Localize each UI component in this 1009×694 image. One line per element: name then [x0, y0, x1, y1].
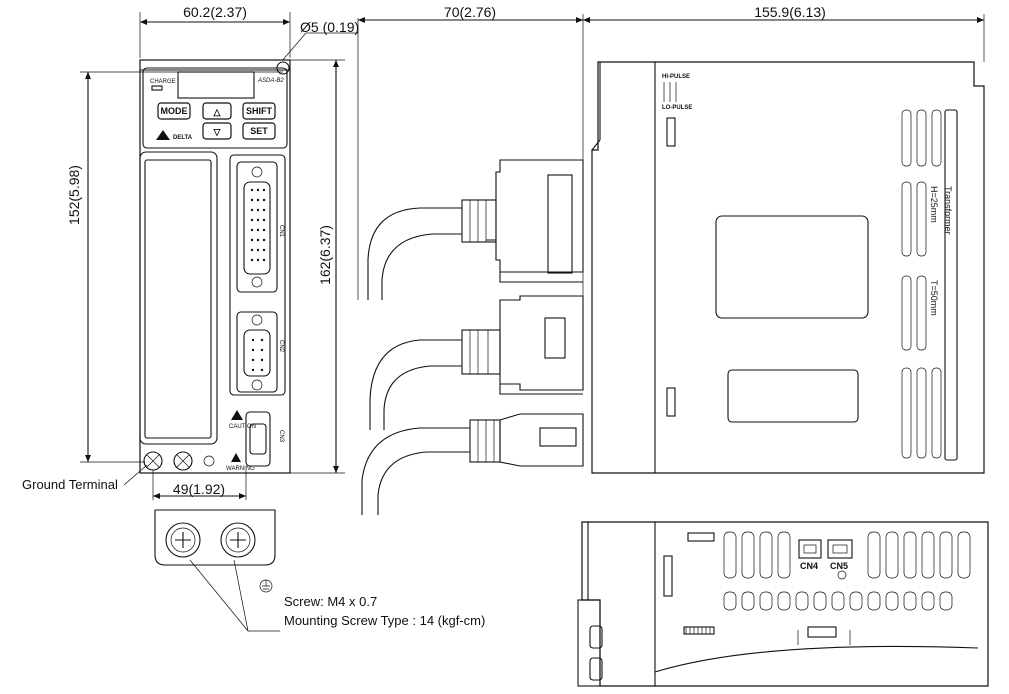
- bottom-view: CN4 CN5: [577, 521, 989, 687]
- shift-key-label: SHIFT: [246, 106, 273, 116]
- cn1-connector: [236, 161, 278, 293]
- mode-key: [157, 102, 191, 120]
- side-depth-dim: 155.9(6.13): [754, 4, 826, 20]
- front-view: 60.2(2.37) Ø5 (0.19) CHARGE ASDA-B2 MODE…: [22, 4, 359, 500]
- cn3-label: CN3: [278, 430, 284, 443]
- spec-t-label: T=50mm: [929, 280, 939, 316]
- mounting-torque: Mounting Screw Type : 14 (kgf-cm): [284, 613, 485, 628]
- transformer-label: Transformer: [943, 186, 953, 235]
- cn5-port: [827, 539, 853, 559]
- cn3-plug: [499, 413, 584, 467]
- ground-screw-2: [173, 451, 193, 471]
- set-key: [242, 122, 276, 140]
- cn2-label: CN2: [278, 340, 284, 353]
- cn1-plug: [495, 159, 584, 273]
- set-key-label: SET: [250, 126, 268, 136]
- lo-pulse-label: LO-PULSE: [662, 105, 692, 111]
- front-cover: [139, 151, 218, 445]
- bottom-body: [581, 521, 989, 687]
- logo-text: DELTA: [173, 135, 193, 141]
- cn1-label: CN1: [278, 225, 284, 238]
- hi-pulse-label: HI-PULSE: [662, 74, 690, 80]
- drive-body: [139, 59, 291, 474]
- front-width-dim: 60.2(2.37): [183, 4, 247, 20]
- mount-width-dim: 49(1.92): [173, 481, 225, 497]
- screw-spec: Screw: M4 x 0.7: [284, 594, 377, 609]
- warning-icon: [231, 453, 241, 462]
- down-arrow-icon: ▽: [213, 127, 222, 137]
- side-body: [591, 61, 985, 474]
- charge-label: CHARGE: [150, 79, 176, 85]
- caution-icon: [231, 410, 243, 420]
- cn2-connector: [236, 311, 278, 393]
- overall-height-dim: 162(6.37): [317, 225, 333, 285]
- warning-label: WARNING: [226, 466, 255, 472]
- mode-key-label: MODE: [161, 106, 188, 116]
- side-label-plate: [715, 215, 869, 319]
- hole-diameter-dim: Ø5 (0.19): [300, 19, 359, 35]
- side-label-plate-2: [727, 369, 859, 423]
- up-arrow-icon: △: [213, 107, 222, 117]
- ground-symbol-icon: [203, 455, 215, 467]
- connector-depth-dim: 70(2.76): [444, 4, 496, 20]
- cn4-port: [798, 539, 822, 559]
- brand-label: ASDA-B2: [257, 78, 284, 84]
- spec-h-label: H=25mm: [929, 186, 939, 223]
- cn5-label: CN5: [830, 561, 848, 571]
- cn4-label: CN4: [800, 561, 818, 571]
- caution-label: CAUTION: [229, 424, 256, 430]
- ground-terminal-label: Ground Terminal: [22, 477, 118, 492]
- delta-logo-icon: [156, 130, 170, 140]
- cn3-connector: [245, 411, 271, 467]
- down-key: [202, 122, 232, 140]
- up-key: [202, 102, 232, 120]
- cn2-plug: [499, 295, 584, 391]
- mount-height-dim: 152(5.98): [66, 165, 82, 225]
- side-view: 70(2.76) 155.9(6.13) HI-PULSE LO-PULSE T…: [357, 4, 985, 515]
- shift-key: [242, 102, 276, 120]
- ground-terminal-detail: Screw: M4 x 0.7 Mounting Screw Type : 14…: [154, 509, 485, 632]
